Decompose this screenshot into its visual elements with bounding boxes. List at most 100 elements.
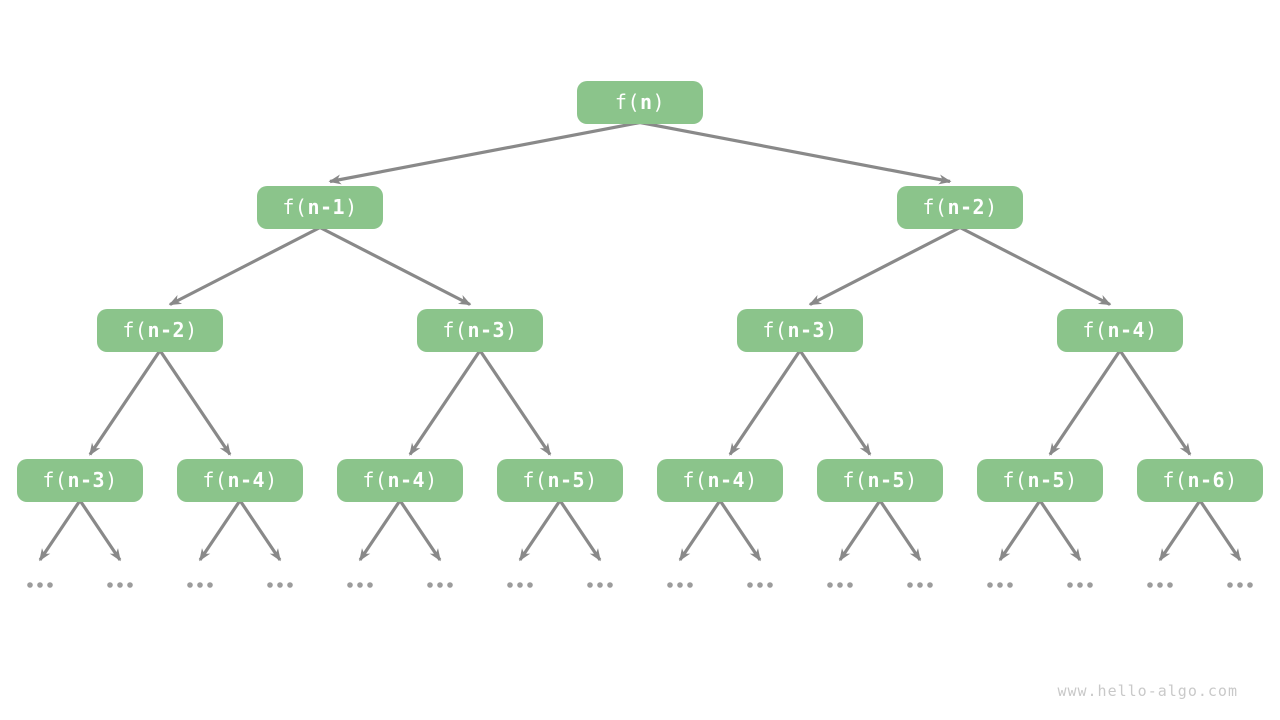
leaf-arrow	[78, 499, 122, 562]
ellipsis-dots-4	[347, 582, 373, 588]
node-label-suffix: )	[985, 195, 998, 219]
ellipsis-dots-3	[267, 582, 293, 588]
tree-node-l2-1: f(n-3)	[417, 308, 543, 352]
ellipsis-dot	[837, 582, 843, 588]
ellipsis-dot	[687, 582, 693, 588]
leaf-arrow	[1198, 499, 1242, 562]
node-label-prefix: f(	[1082, 318, 1108, 342]
ellipsis-dots-12	[987, 582, 1013, 588]
node-label-arg: n-4	[227, 468, 266, 492]
ellipsis-dot	[527, 582, 533, 588]
ellipsis-dot	[1007, 582, 1013, 588]
node-label-prefix: f(	[682, 468, 708, 492]
node-label-suffix: )	[1225, 468, 1238, 492]
ellipsis-dot	[1087, 582, 1093, 588]
node-label-suffix: )	[1065, 468, 1078, 492]
edge-arrow	[408, 349, 482, 456]
ellipsis-dot	[1157, 582, 1163, 588]
ellipsis-dot	[367, 582, 373, 588]
ellipsis-dot	[207, 582, 213, 588]
node-label-arg: n-4	[707, 468, 746, 492]
ellipsis-dots-10	[827, 582, 853, 588]
ellipsis-dot	[767, 582, 773, 588]
ellipsis-dot	[47, 582, 53, 588]
node-label-arg: n	[640, 90, 653, 114]
ellipsis-dot	[517, 582, 523, 588]
leaf-arrow	[558, 499, 602, 562]
ellipsis-dot	[277, 582, 283, 588]
node-label-prefix: f(	[362, 468, 388, 492]
ellipsis-dots-7	[587, 582, 613, 588]
ellipsis-dots-0	[27, 582, 53, 588]
ellipsis-dots-14	[1147, 582, 1173, 588]
node-label-prefix: f(	[282, 195, 308, 219]
ellipsis-dot	[587, 582, 593, 588]
ellipsis-dot	[907, 582, 913, 588]
ellipsis-dot	[827, 582, 833, 588]
node-label-suffix: )	[905, 468, 918, 492]
edge-arrow	[1118, 349, 1192, 456]
node-label-arg: n-3	[467, 318, 506, 342]
node-label-prefix: f(	[1162, 468, 1188, 492]
node-label-prefix: f(	[842, 468, 868, 492]
edge-arrow	[728, 349, 802, 456]
ellipsis-dot	[607, 582, 613, 588]
leaf-arrow	[1038, 499, 1082, 562]
leaf-arrow	[998, 499, 1042, 562]
ellipsis-dot	[287, 582, 293, 588]
ellipsis-dot	[917, 582, 923, 588]
node-label-suffix: )	[425, 468, 438, 492]
leaf-arrow	[358, 499, 402, 562]
node-label-arg: n-6	[1187, 468, 1226, 492]
ellipsis-dot	[667, 582, 673, 588]
node-label-suffix: )	[105, 468, 118, 492]
ellipsis-dots-5	[427, 582, 453, 588]
leaf-arrow	[398, 499, 442, 562]
ellipsis-dot	[1077, 582, 1083, 588]
ellipsis-dot	[437, 582, 443, 588]
node-label-arg: n-2	[147, 318, 186, 342]
watermark: www.hello-algo.com	[1057, 682, 1238, 700]
edge-arrow	[798, 349, 872, 456]
ellipsis-dot	[1227, 582, 1233, 588]
node-label-arg: n-5	[1027, 468, 1066, 492]
node-label-prefix: f(	[614, 90, 640, 114]
node-label-arg: n-4	[1107, 318, 1146, 342]
tree-node-l3-0: f(n-3)	[17, 458, 143, 502]
ellipsis-dot	[197, 582, 203, 588]
ellipsis-dot	[757, 582, 763, 588]
edge-arrow	[639, 120, 952, 185]
leaf-arrow	[238, 499, 282, 562]
ellipsis-dots-11	[907, 582, 933, 588]
edge-arrow	[328, 120, 641, 185]
tree-node-l1-0: f(n-1)	[257, 185, 383, 229]
ellipsis-dot	[677, 582, 683, 588]
node-label-arg: n-2	[947, 195, 986, 219]
ellipsis-dots-15	[1227, 582, 1253, 588]
node-label-arg: n-5	[867, 468, 906, 492]
edge-arrow	[88, 349, 162, 456]
ellipsis-dot	[127, 582, 133, 588]
ellipsis-dot	[447, 582, 453, 588]
ellipsis-dot	[987, 582, 993, 588]
ellipsis-dot	[1167, 582, 1173, 588]
tree-node-l3-7: f(n-6)	[1137, 458, 1263, 502]
edge-arrow	[319, 226, 472, 306]
ellipsis-dots-8	[667, 582, 693, 588]
node-label-suffix: )	[825, 318, 838, 342]
leaf-arrow	[878, 499, 922, 562]
ellipsis-dot	[1147, 582, 1153, 588]
node-label-prefix: f(	[1002, 468, 1028, 492]
node-label-prefix: f(	[762, 318, 788, 342]
node-label-arg: n-3	[67, 468, 106, 492]
ellipsis-dots-2	[187, 582, 213, 588]
ellipsis-dots-group	[27, 582, 1253, 588]
ellipsis-dots-6	[507, 582, 533, 588]
tree-node-l2-2: f(n-3)	[737, 308, 863, 352]
edge-group	[38, 120, 1242, 562]
node-label-suffix: )	[652, 90, 666, 114]
edge-arrow	[478, 349, 552, 456]
leaf-arrow	[838, 499, 882, 562]
